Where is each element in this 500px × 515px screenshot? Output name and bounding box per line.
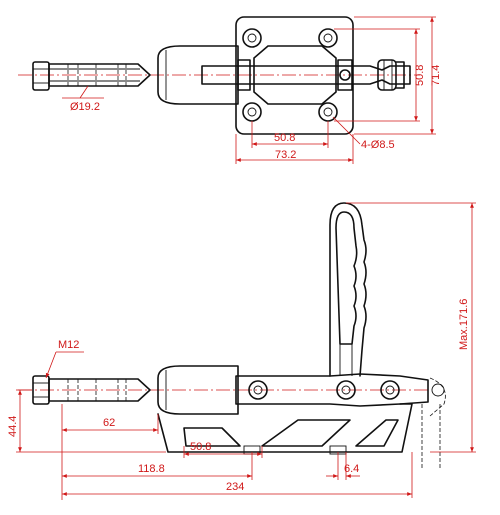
- top-body-barrel: [157, 45, 239, 105]
- top-linkage: [201, 59, 411, 91]
- dim-base-height: 71.4: [430, 65, 442, 86]
- side-linkage: [235, 373, 446, 417]
- top-dimension-lines: [62, 16, 436, 164]
- side-dimension-lines: [16, 202, 476, 500]
- dim-rod-extension: 62: [103, 417, 115, 429]
- top-view: Ø19.2 50.8 73.2 4-Ø8.5 50.8 71.4: [18, 16, 442, 164]
- dim-slot: 6.4: [344, 463, 359, 475]
- dim-height-base: 44.4: [7, 416, 19, 437]
- dim-mounting-holes: 4-Ø8.5: [361, 139, 395, 151]
- dim-mount-spacing: 50.8: [190, 441, 211, 453]
- dim-rod-diameter: Ø19.2: [70, 101, 100, 113]
- dim-to-mount: 118.8: [138, 463, 165, 475]
- dim-overall-length: 234: [226, 481, 244, 493]
- top-plunger-rod: [48, 63, 151, 87]
- side-body-barrel: [157, 365, 239, 415]
- dim-hole-spacing-vertical: 50.8: [414, 65, 426, 86]
- side-handle: [329, 202, 367, 377]
- top-base-plate: [235, 16, 354, 135]
- dim-hole-spacing-horizontal: 50.8: [274, 132, 295, 144]
- dim-max-height: Max.171.6: [458, 299, 470, 350]
- dim-base-width: 73.2: [275, 149, 296, 161]
- side-plunger-rod: [48, 378, 151, 402]
- top-hex-nut: [32, 61, 50, 91]
- side-view: M12 44.4 62 50.8 118.8 6.4 234 Max.171.6: [7, 202, 476, 500]
- dim-thread: M12: [58, 339, 79, 351]
